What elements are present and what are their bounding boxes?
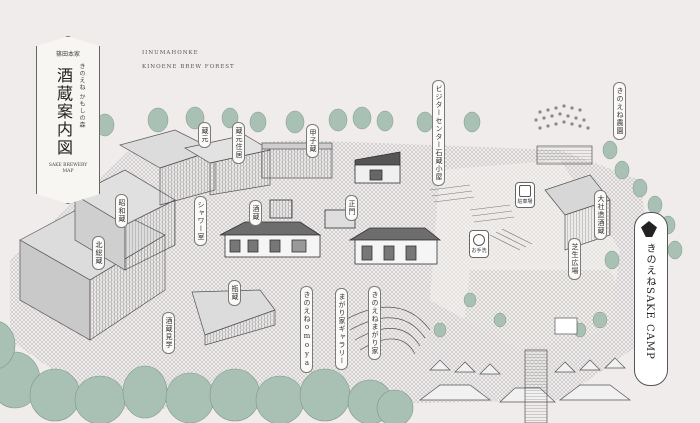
farm-field (534, 104, 590, 130)
label-sakagura: 酒蔵 (249, 200, 262, 226)
parking-lot (429, 184, 533, 251)
main-houses (219, 151, 442, 265)
parking-sign: 駐車場 (515, 182, 535, 208)
camp-tents (418, 317, 632, 423)
label-magariya: きのえねまがり家 (368, 286, 381, 360)
title-english: SAKE BREWERY MAP (48, 163, 88, 174)
sake-camp-card: きのえねSAKE CAMP (634, 212, 668, 386)
restroom-label: お手洗 (471, 248, 487, 254)
label-showa-gura: 昭和蔵 (115, 194, 128, 228)
label-visitor-center: ビジターセンター石蔵小屋 (432, 80, 445, 186)
label-kinoe-gura: 甲子蔵 (306, 124, 319, 158)
title-subtitle: 篠田本家 (55, 51, 80, 58)
parking-icon (519, 185, 531, 197)
amphitheater (344, 306, 431, 355)
header-line-2: KINOENE BREW FOREST (142, 64, 235, 70)
camp-logo-icon (641, 221, 657, 237)
restroom-icon (473, 234, 485, 246)
label-bingura: 瓶蔵 (228, 280, 241, 306)
label-omoya: きのえねomoya (300, 286, 313, 373)
label-taisha-gura: 大社造酒蔵 (594, 190, 607, 240)
title-card: 篠田本家 きのえね かもしの森 酒蔵案内図 SAKE BREWERY MAP (36, 36, 100, 204)
label-seimon: 正門 (345, 195, 358, 221)
camp-title: きのえねSAKE CAMP (644, 243, 655, 360)
restroom-sign: お手洗 (469, 230, 489, 258)
label-shower: シャワー室 (194, 196, 207, 246)
label-farm: きのえね農園 (613, 82, 626, 140)
label-kuramoto: 蔵元 (198, 122, 211, 148)
page-title: 酒蔵案内図 (54, 67, 73, 157)
right-buildings (191, 145, 611, 346)
label-kuramoto-jukyo: 蔵元住居 (232, 122, 245, 164)
brewery-warehouses (19, 129, 333, 341)
header-line-1: IINUMAHONKE (142, 50, 199, 56)
label-gallery: まがり家ギャラリー (335, 288, 348, 370)
parking-label: 駐車場 (517, 199, 533, 205)
title-small-vertical: きのえね かもしの森 (78, 63, 85, 129)
label-hokuso-gura: 北総蔵 (92, 236, 105, 270)
label-sakagura-kengaku: 酒蔵見学 (162, 312, 175, 354)
foreground-trees (0, 321, 414, 423)
label-shibafu: 芝生広場 (568, 238, 581, 280)
